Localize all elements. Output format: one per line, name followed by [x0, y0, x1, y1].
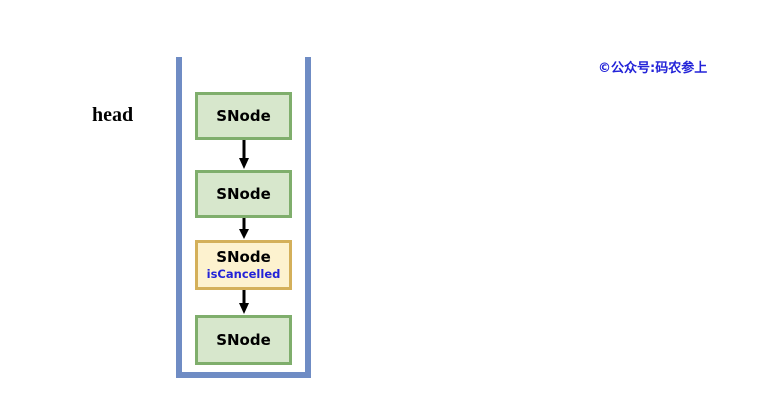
snode-box-2: SNode — [195, 170, 292, 218]
queue-rail-right — [305, 57, 311, 378]
arrow-down-icon-1 — [238, 140, 250, 170]
snode-box-3-cancelled: SNode isCancelled — [195, 240, 292, 290]
snode-box-1: SNode — [195, 92, 292, 140]
snode-status-badge-cancelled: isCancelled — [206, 266, 281, 281]
arrow-down-icon-2 — [238, 218, 250, 240]
head-label: head — [92, 104, 134, 126]
queue-rail-bottom — [176, 372, 311, 378]
snode-title-3: SNode — [216, 248, 271, 267]
snode-box-4: SNode — [195, 315, 292, 365]
snode-title-1: SNode — [216, 106, 271, 125]
watermark-text: ©公众号:码农参上 — [598, 61, 708, 76]
snode-title-2: SNode — [216, 184, 271, 203]
queue-rail-left — [176, 57, 182, 378]
arrow-down-icon-3 — [238, 290, 250, 315]
snode-title-4: SNode — [216, 330, 271, 349]
